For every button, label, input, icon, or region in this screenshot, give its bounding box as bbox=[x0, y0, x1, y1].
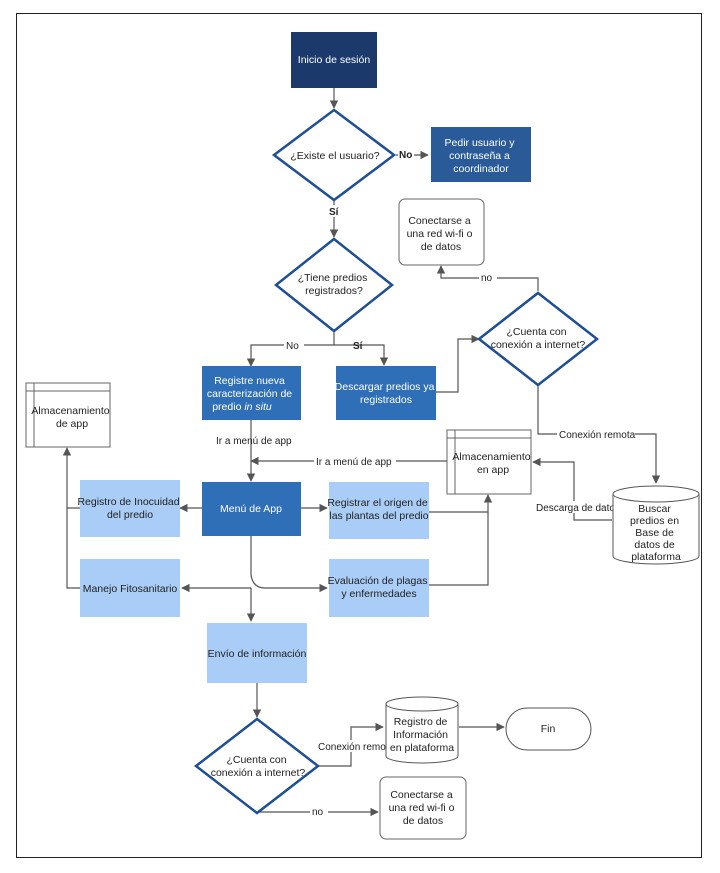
node-connect-wifi-bottom: Conectarse a una red wi-fi o de datos bbox=[379, 776, 467, 840]
node-registro-inocuidad: Registro de Inocuidad del predio bbox=[77, 480, 182, 537]
node-evaluacion: Evaluación de plagas y enfermedades bbox=[328, 559, 431, 617]
svg-text:Descargar predios ya reg: Descargar predios ya registrados bbox=[335, 381, 438, 406]
svg-text:Registrar el origen de l: Registrar el origen de las plantas del p… bbox=[327, 497, 430, 522]
edge-label-menu-2: Ir a menú de app bbox=[316, 457, 392, 468]
svg-text:Inicio de sesión: Inicio de sesión bbox=[298, 54, 371, 66]
svg-text:Pedir usuario y contrase: Pedir usuario y contraseña a coordinador bbox=[445, 137, 518, 175]
edge-label-si-1: Sí bbox=[329, 207, 340, 218]
node-menu: Menú de App bbox=[202, 482, 301, 536]
svg-text:Manejo Fitosanitario: Manejo Fitosanitario bbox=[83, 583, 178, 595]
svg-text:Registro de Información: Registro de Información en plataforma bbox=[390, 716, 454, 754]
node-start: Inicio de sesión bbox=[291, 32, 377, 88]
edge-origen-to-storage bbox=[429, 494, 493, 513]
decision-internet-bottom: ¿Cuenta con conexión a internet? bbox=[193, 717, 321, 815]
edge-label-no-2: No bbox=[286, 341, 299, 352]
node-download-plots: Descargar predios ya registrados bbox=[335, 366, 438, 420]
ask-line-1: Pedir usuario y bbox=[445, 137, 516, 149]
node-connect-wifi-top: Conectarse a una red wi-fi o de datos bbox=[398, 198, 485, 266]
edge-label-no-3: no bbox=[481, 273, 493, 284]
svg-text:¿Cuenta con conexión a i: ¿Cuenta con conexión a internet? bbox=[491, 326, 586, 351]
node-manejo: Manejo Fitosanitario bbox=[80, 559, 180, 617]
svg-text:Conectarse a una red wi-: Conectarse a una red wi-fi o de datos bbox=[389, 789, 458, 827]
edge-label-remote-1: Conexión remota bbox=[559, 430, 636, 441]
svg-text:Conectarse a una red wi-: Conectarse a una red wi-fi o de datos bbox=[407, 215, 476, 253]
edge-download-to-internet bbox=[436, 334, 480, 393]
svg-text:Registre nueva caracteri: Registre nueva caracterización de predio… bbox=[207, 375, 295, 413]
svg-text:Registro de Inocuidad de: Registro de Inocuidad del predio bbox=[77, 496, 182, 521]
node-register-new: Registre nueva caracterización de predio… bbox=[202, 366, 301, 420]
svg-text:¿Tiene predios registrad: ¿Tiene predios registrados? bbox=[298, 272, 371, 297]
edge-menu-branch bbox=[250, 536, 266, 589]
node-ask-coordinator: Pedir usuario y contraseña a coordinador bbox=[431, 127, 531, 182]
edge-label-si-2: Sí bbox=[353, 341, 364, 352]
edge-manejo-to-inocuidad-line bbox=[66, 508, 80, 589]
decision-has-plots: ¿Tiene predios registrados? bbox=[273, 237, 395, 333]
edge-download-data bbox=[532, 457, 612, 521]
svg-text:Menú de App: Menú de App bbox=[220, 503, 282, 515]
svg-text:Envío de información: Envío de información bbox=[208, 648, 307, 660]
node-envio: Envío de información bbox=[207, 623, 307, 683]
diagram-frame bbox=[16, 13, 702, 858]
svg-text:¿Existe el usuario?: ¿Existe el usuario? bbox=[290, 150, 379, 162]
node-app-storage-right: Almacenamiento en app bbox=[446, 429, 533, 495]
svg-text:Buscar predios en: Buscar predios en Base de datos de plata… bbox=[630, 503, 682, 563]
node-app-storage-left: Almacenamiento de app bbox=[25, 382, 112, 448]
edge-label-menu-1: Ir a menú de app bbox=[216, 436, 292, 447]
svg-text:Evaluación de plagas y e: Evaluación de plagas y enfermedades bbox=[328, 575, 431, 600]
node-registrar-origen: Registrar el origen de las plantas del p… bbox=[327, 482, 430, 539]
edge-label-no-1: No bbox=[399, 150, 412, 161]
node-search-plots-db: Buscar predios en Base de datos de plata… bbox=[612, 485, 700, 565]
edge-label-no-4: no bbox=[312, 807, 324, 818]
svg-text:Almacenamiento en app: Almacenamiento en app bbox=[452, 451, 533, 476]
edge-label-remote-2: Conexión remota bbox=[318, 742, 395, 753]
decision-exists-user: ¿Existe el usuario? bbox=[271, 108, 397, 202]
edge-plots-si bbox=[334, 344, 389, 366]
svg-text:Fin: Fin bbox=[541, 723, 556, 735]
node-fin: Fin bbox=[505, 707, 592, 751]
svg-text:¿Cuenta con conexión a i: ¿Cuenta con conexión a internet? bbox=[211, 754, 306, 779]
edge-evaluacion-to-storage bbox=[429, 512, 489, 586]
svg-text:Almacenamiento de app: Almacenamiento de app bbox=[31, 405, 112, 430]
ask-line-2: contraseña a bbox=[449, 150, 510, 162]
node-registro-plataforma-db: Registro de Información en plataforma bbox=[385, 696, 459, 764]
ask-line-3: coordinador bbox=[453, 163, 509, 175]
decision-internet-top: ¿Cuenta con conexión a internet? bbox=[476, 291, 600, 387]
edge-label-download: Descarga de datos bbox=[536, 503, 620, 514]
